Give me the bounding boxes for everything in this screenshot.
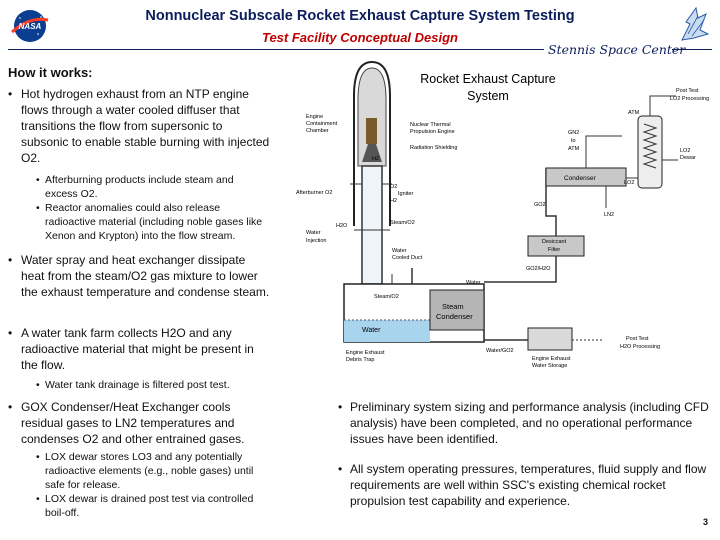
label-water-cooled-duct-2: Cooled Duct: [392, 255, 423, 261]
center-name: Stennis Space Center: [548, 42, 686, 57]
label-ntp-engine-1: Nuclear Thermal: [410, 122, 451, 128]
label-water-cooled-duct-1: Water: [392, 248, 407, 254]
bullet-water-tank-farm: •A water tank farm collects H2O and any …: [8, 326, 254, 372]
label-steam-condenser-2: Condenser: [436, 312, 473, 321]
diffuser-duct: [361, 165, 383, 285]
label-steam-o2-mid: Steam/O2: [390, 220, 415, 226]
bullet-text: Water tank drainage is filtered post tes…: [45, 379, 230, 391]
diagram-title-line1: Rocket Exhaust Capture: [420, 72, 556, 86]
bullet-text: LOX dewar stores LO: [45, 451, 146, 463]
label-gn2-3: ATM: [568, 146, 580, 152]
slide-subtitle: Test Facility Conceptual Design: [261, 30, 458, 45]
bullet-preliminary-sizing: •Preliminary system sizing and performan…: [338, 400, 709, 446]
sub-bullet-lox-dewar-stores: •LOX dewar stores LO3 and any potentiall…: [36, 451, 254, 491]
label-water-injection-1: Water: [306, 230, 321, 236]
label-igniter-h2: H2: [390, 198, 397, 204]
header-rule-right: [672, 49, 712, 50]
water-tank: [344, 320, 430, 342]
label-water-top: Water: [466, 280, 481, 286]
label-afterburner-o2: Afterburner O2: [296, 190, 332, 196]
label-water-tank: Water: [362, 327, 381, 334]
label-engine-containment-2: Containment: [306, 121, 338, 127]
engine-nozzle: [362, 144, 382, 162]
bullet-text: All system operating pressures, temperat…: [350, 462, 707, 508]
water-storage-tank: [527, 327, 573, 351]
nasa-logo: NASA: [11, 10, 49, 42]
diagram-title-line2: System: [467, 89, 509, 103]
sub-bullet-afterburning: •Afterburning products include steam and…: [36, 173, 268, 201]
sub-bullet-reactor-anomalies: •Reactor anomalies could also release ra…: [36, 201, 268, 243]
bullet-text: GOX Condenser/Heat Exchanger cools resid…: [21, 400, 231, 430]
bullet-text: A water tank farm collects H: [21, 326, 170, 340]
page-number: 3: [703, 517, 709, 527]
bullet-text-cont: 2 temperatures and condenses O: [21, 416, 235, 446]
ssc-emblem: [681, 6, 710, 41]
bullet-gox-condenser: •GOX Condenser/Heat Exchanger cools resi…: [8, 400, 245, 446]
label-water-go2: Water/GO2: [486, 348, 514, 354]
sub-bullet-tank-drainage: •Water tank drainage is filtered post te…: [36, 378, 268, 392]
label-desiccant-2: Filter: [548, 247, 560, 253]
bullet-text: Afterburning products include steam and …: [45, 174, 234, 200]
label-post-test-lo2-1: Post Test: [676, 88, 699, 94]
label-atm: ATM: [628, 110, 640, 116]
label-steam-condenser-1: Steam: [442, 302, 464, 311]
label-post-test-h2o-2: H2O Processing: [620, 344, 660, 350]
label-radiation-shielding: Radiation Shielding: [410, 145, 457, 151]
nasa-logo-text: NASA: [19, 22, 42, 31]
bullet-text-cont: 3 and any potentially radioactive elemen…: [45, 451, 254, 491]
label-water-injection-2: Injection: [306, 238, 327, 244]
label-water-storage-1: Engine Exhaust: [532, 356, 571, 362]
how-it-works-heading: How it works:: [8, 65, 93, 80]
label-engine-containment-1: Engine: [306, 114, 323, 120]
label-debris-trap-2: Debris Trap: [346, 357, 374, 363]
label-gn2-2: to: [571, 138, 576, 144]
bullet-text: Water spray and heat exchanger dissipate…: [21, 253, 246, 283]
exhaust-capture-diagram: Rocket Exhaust Capture System Engine Con…: [296, 60, 709, 369]
radiation-shielding: [357, 67, 387, 167]
ntp-engine: [366, 118, 377, 144]
lo2-dewar: [637, 115, 663, 189]
bullet-water-spray: •Water spray and heat exchanger dissipat…: [8, 253, 270, 299]
label-debris-trap-1: Engine Exhaust: [346, 350, 385, 356]
lo2-coil: [642, 123, 658, 169]
label-water-storage-2: Water Storage: [532, 363, 567, 369]
bullet-text: Hot hydrogen exhaust from an NTP engine …: [21, 87, 270, 165]
bullet-text: Preliminary system sizing and performanc…: [350, 400, 709, 446]
label-go2: GO2: [534, 202, 546, 208]
label-post-test-h2o-1: Post Test: [626, 336, 649, 342]
bullet-operating-pressures: •All system operating pressures, tempera…: [338, 461, 710, 509]
label-h2: H2: [372, 156, 379, 162]
bullet-text-cont2: 2 and other entrained gases.: [91, 432, 245, 446]
label-steam-o2-tank: Steam/O2: [374, 294, 399, 300]
bullet-hydrogen-exhaust: •Hot hydrogen exhaust from an NTP engine…: [8, 87, 270, 165]
label-o2: O2: [390, 184, 397, 190]
bullet-text: Reactor anomalies could also release rad…: [45, 202, 263, 242]
bullet-text-cont: 2 gas mixture to lower the exhaust tempe…: [21, 269, 270, 299]
label-condenser: Condenser: [564, 175, 597, 182]
bullet-text-cont: 2O and any radioactive material that mig…: [21, 326, 254, 372]
header-rule: [8, 49, 544, 50]
label-ntp-engine-2: Propulsion Engine: [410, 129, 455, 135]
label-lo2-dewar-2: Dewar: [680, 155, 696, 161]
steam-condenser-box: [429, 289, 485, 331]
label-desiccant-1: Desiccant: [542, 239, 567, 245]
label-igniter: Igniter: [398, 191, 413, 197]
label-h2o: H2O: [336, 223, 348, 229]
label-go2-h2o: GO2/H2O: [526, 266, 551, 272]
label-ln2: LN2: [604, 212, 614, 218]
label-lo2: LO2: [624, 180, 634, 186]
sub-bullet-lox-dewar-drained: •LOX dewar is drained post test via cont…: [36, 492, 268, 520]
label-post-test-lo2-2: LO2 Processing: [670, 96, 709, 102]
containment-chamber: [353, 60, 391, 226]
label-lo2-dewar-1: LO2: [680, 148, 690, 154]
slide-title: Nonnuclear Subscale Rocket Exhaust Captu…: [145, 8, 575, 24]
label-gn2-1: GN2: [568, 130, 579, 136]
label-engine-containment-3: Chamber: [306, 128, 329, 134]
bullet-text: LOX dewar is drained post test via contr…: [45, 493, 254, 519]
